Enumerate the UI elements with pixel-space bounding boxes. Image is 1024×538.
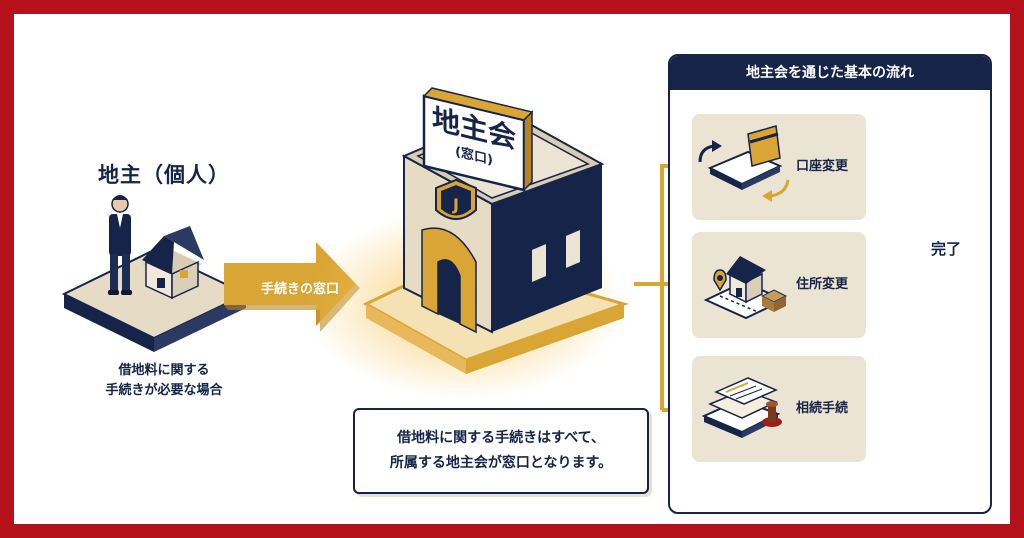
step-card-inheritance: 相続手続: [692, 356, 866, 462]
office-sign-main: 地主会: [432, 102, 517, 155]
owner-caption-line2: 手続きが必要な場合: [105, 383, 223, 398]
house-move-icon: [703, 256, 788, 320]
bank-card-icon: [698, 125, 790, 202]
office-building-icon: [362, 87, 629, 374]
flow-panel: 地主会を通じた基本の流れ 口座変更: [668, 54, 992, 514]
office-emblem: J: [452, 195, 459, 214]
document-stamp-icon: [701, 377, 782, 438]
note-line2: 所属する地主会が窓口となります。: [389, 455, 613, 471]
step-card-address-change: 住所変更: [692, 232, 866, 338]
owner-title: 地主（個人）: [98, 163, 230, 187]
note-text: 借地料に関する手続きはすべて、 所属する地主会が窓口となります。: [355, 426, 647, 476]
note-box: 借地料に関する手続きはすべて、 所属する地主会が窓口となります。: [353, 408, 649, 494]
diagram-canvas: 地主（個人） 借地料に関する 手続きが必要な場合 手続きの窓口 地主会 (窓口)…: [14, 14, 1010, 524]
office-sign: 地主会 (窓口) J: [432, 102, 517, 214]
note-line1: 借地料に関する手続きはすべて、: [397, 430, 605, 446]
owner-caption: 借地料に関する 手続きが必要な場合: [64, 361, 264, 401]
arrow-label: 手続きの窓口: [260, 282, 339, 297]
flow-header: 地主会を通じた基本の流れ: [670, 56, 990, 90]
owner-caption-line1: 借地料に関する: [118, 363, 210, 378]
step-label-inheritance: 相続手続: [796, 401, 849, 416]
step-label-address-change: 住所変更: [796, 277, 849, 292]
person-icon: [108, 195, 132, 295]
step-card-account-change: 口座変更: [692, 114, 866, 220]
diagram-graphics: [61, 87, 969, 418]
house-icon: [142, 226, 204, 300]
done-label: 完了: [930, 240, 961, 258]
step-label-account-change: 口座変更: [796, 159, 849, 174]
